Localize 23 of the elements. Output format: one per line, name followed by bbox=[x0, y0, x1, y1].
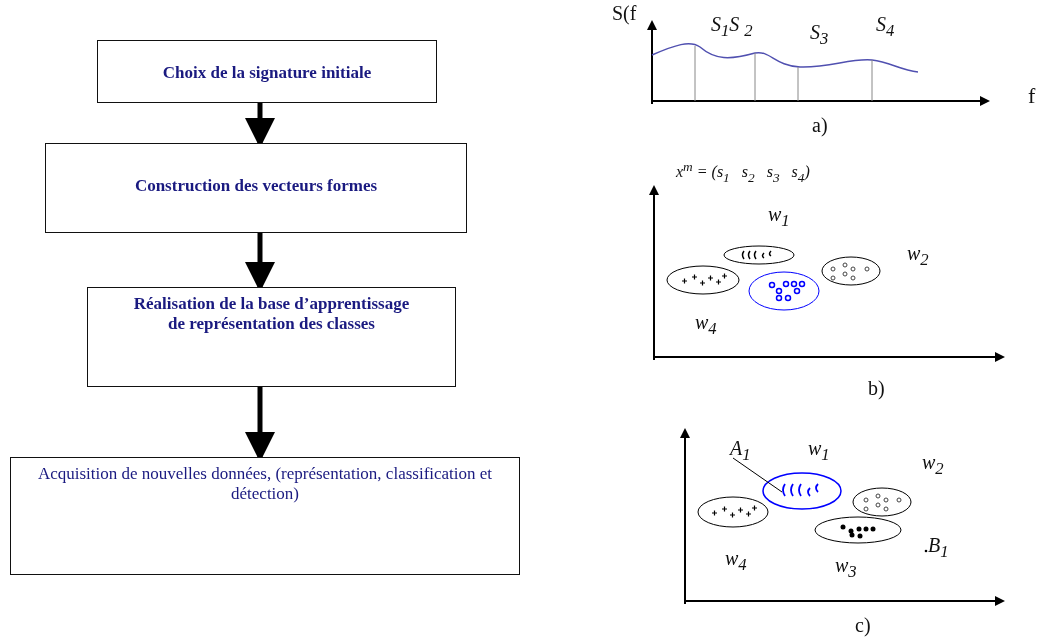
class-label: w$_{3}$ bbox=[835, 555, 857, 581]
leader-line bbox=[732, 457, 783, 493]
process-box: Construction des vecteurs formes bbox=[45, 143, 467, 233]
panel-label: a) bbox=[812, 115, 828, 135]
sample-label: S$_{1}$S $_{2}$ bbox=[711, 14, 753, 40]
class-label: w$_{4}$ bbox=[725, 548, 747, 574]
axis-label: S(f bbox=[612, 3, 637, 23]
process-box: Réalisation de la base d’apprentissage de représentation des classes bbox=[87, 287, 456, 387]
class-label: w$_{1}$ bbox=[768, 204, 790, 230]
class-label: w$_{2}$ bbox=[907, 243, 929, 269]
sample-label: S$_{3}$ bbox=[810, 22, 829, 48]
process-box: Choix de la signature initiale bbox=[97, 40, 437, 103]
point-label: A$_{1}$ bbox=[730, 438, 751, 464]
panel-label: b) bbox=[868, 378, 885, 398]
formula: x$^{m}$ = (s$_{1}$ s$_{2}$ s$_{3}$ s$_{4}$) bbox=[676, 160, 810, 184]
class-label: w$_{4}$ bbox=[695, 312, 717, 338]
axis-label: f bbox=[1028, 85, 1036, 107]
process-box: Acquisition de nouvelles données, (représentation, classification et détection) bbox=[10, 457, 520, 575]
point-label: B$_{1}$ bbox=[928, 535, 949, 561]
sample-label: S$_{4}$ bbox=[876, 14, 895, 40]
class-label: w$_{1}$ bbox=[808, 438, 830, 464]
class-label: w$_{2}$ bbox=[922, 452, 944, 478]
panel-label: c) bbox=[855, 615, 871, 635]
